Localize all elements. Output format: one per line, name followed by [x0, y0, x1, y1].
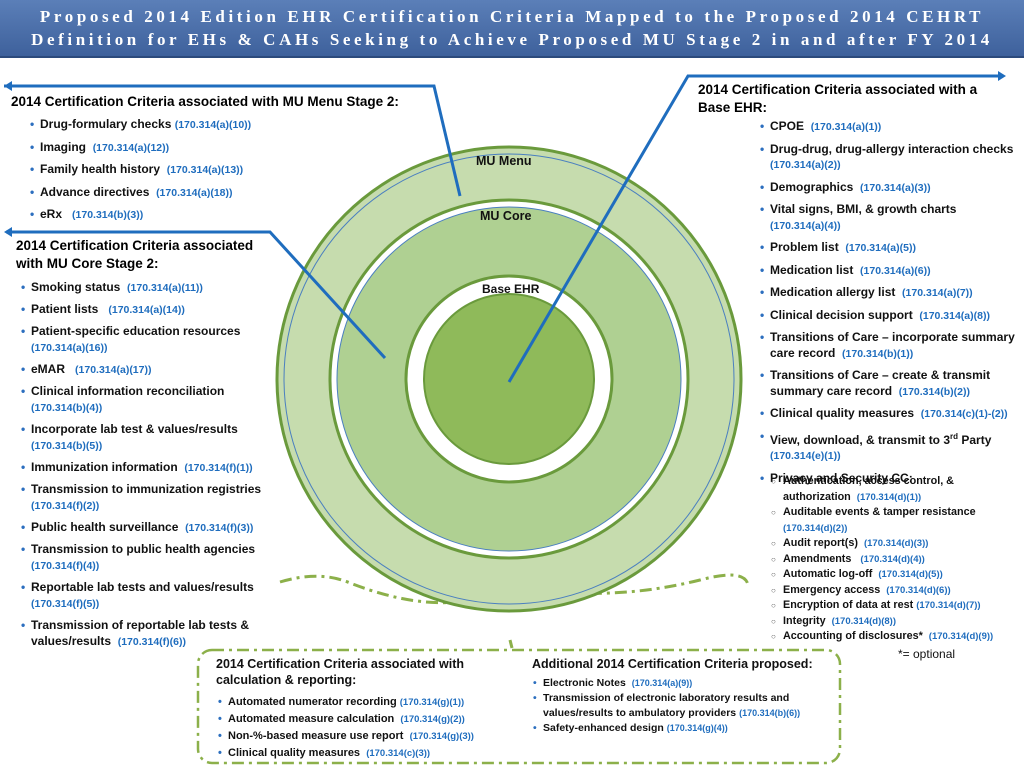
privacy-item: Auditable events & tamper resistance(170…	[771, 505, 993, 536]
mu-menu-item: Imaging (170.314(a)(12))	[30, 137, 251, 160]
privacy-security-list: Authentication, access control, &authori…	[771, 474, 993, 645]
calc-item: Clinical quality measures (170.314(c)(3)…	[218, 745, 474, 762]
mu-core-item: Incorporate lab test & values/results(17…	[21, 421, 261, 454]
base-ehr-item: Medication list (170.314(a)(6))	[760, 263, 1015, 280]
calc-item: Automated numerator recording (170.314(g…	[218, 694, 474, 711]
calc-list: Automated numerator recording (170.314(g…	[218, 694, 474, 762]
privacy-item: Emergency access (170.314(d)(6))	[771, 583, 993, 599]
mu-core-list: Smoking status (170.314(a)(11)) Patient …	[21, 279, 261, 650]
mu-menu-item: eRx (170.314(b)(3))	[30, 204, 251, 227]
privacy-item: Amendments (170.314(d)(4))	[771, 552, 993, 568]
ring-label-base-ehr: Base EHR	[482, 282, 540, 296]
additional-list: Electronic Notes (170.314(a)(9)) Transmi…	[533, 676, 800, 736]
dashed-connector-center	[508, 639, 514, 649]
mu-core-item: Smoking status (170.314(a)(11))	[21, 279, 261, 296]
privacy-item: Accounting of disclosures* (170.314(d)(9…	[771, 629, 993, 645]
title-line-2: Definition for EHs & CAHs Seeking to Ach…	[31, 30, 993, 49]
base-ehr-item: Drug-drug, drug-allergy interaction chec…	[760, 142, 1015, 174]
ring-mu-menu-edge	[283, 153, 735, 605]
mu-core-item: Public health surveillance (170.314(f)(3…	[21, 519, 261, 536]
ring-base-ehr	[423, 293, 595, 465]
mu-core-item: Transmission to immunization registries(…	[21, 481, 261, 514]
calc-item: Non-%-based measure use report (170.314(…	[218, 728, 474, 745]
calc-heading: 2014 Certification Criteria associated w…	[216, 656, 464, 688]
base-ehr-item: Vital signs, BMI, & growth charts(170.31…	[760, 202, 1015, 234]
mu-menu-item: Advance directives (170.314(a)(18))	[30, 182, 251, 205]
mu-core-item: Immunization information (170.314(f)(1))	[21, 459, 261, 476]
base-ehr-item: Transitions of Care – incorporate summar…	[760, 330, 1015, 362]
base-ehr-list: CPOE (170.314(a)(1)) Drug-drug, drug-all…	[760, 119, 1015, 486]
additional-item: Electronic Notes (170.314(a)(9))	[533, 676, 800, 691]
privacy-item: Encryption of data at rest (170.314(d)(7…	[771, 598, 993, 614]
title-line-1: Proposed 2014 Edition EHR Certification …	[39, 7, 985, 26]
base-ehr-item: Demographics (170.314(a)(3))	[760, 180, 1015, 197]
privacy-item: Authentication, access control, &authori…	[771, 474, 993, 505]
connector-mu-core	[6, 230, 387, 360]
base-ehr-item: Transitions of Care – create & transmits…	[760, 368, 1015, 400]
base-ehr-item: Clinical decision support (170.314(a)(8)…	[760, 308, 1015, 325]
mu-core-heading-line-1: 2014 Certification Criteria associated	[16, 238, 254, 253]
dashed-connector-right	[539, 573, 750, 595]
mu-menu-item: Drug-formulary checks (170.314(a)(10))	[30, 114, 251, 137]
additional-item: Safety-enhanced design (170.314(g)(4))	[533, 721, 800, 736]
base-ehr-item: Problem list (170.314(a)(5))	[760, 240, 1015, 257]
base-ehr-item: Clinical quality measures (170.314(c)(1)…	[760, 406, 1015, 423]
base-ehr-item: CPOE (170.314(a)(1))	[760, 119, 1015, 136]
title-banner: Proposed 2014 Edition EHR Certification …	[0, 0, 1024, 58]
mu-core-item: Transmission of reportable lab tests &va…	[21, 617, 261, 650]
privacy-item: Audit report(s) (170.314(d)(3))	[771, 536, 993, 552]
privacy-item: Automatic log-off (170.314(d)(5))	[771, 567, 993, 583]
additional-item: Transmission of electronic laboratory re…	[533, 691, 800, 721]
mu-core-item: Patient lists (170.314(a)(14))	[21, 301, 261, 318]
arrow-tip-mu-core	[4, 227, 12, 237]
ring-label-mu-core: MU Core	[480, 209, 532, 223]
base-ehr-item: View, download, & transmit to 3rd Party(…	[760, 429, 1015, 465]
mu-menu-list: Drug-formulary checks (170.314(a)(10)) I…	[30, 114, 251, 227]
calc-heading-line-2: calculation & reporting:	[216, 673, 357, 687]
mu-core-item: eMAR (170.314(a)(17))	[21, 361, 261, 378]
connector-base-ehr	[507, 74, 1002, 383]
mu-menu-item: Family health history (170.314(a)(13))	[30, 159, 251, 182]
mu-core-item: Patient-specific education resources(170…	[21, 323, 261, 356]
arrow-tip-base-ehr	[998, 71, 1006, 81]
ring-label-mu-menu: MU Menu	[476, 154, 532, 168]
base-ehr-heading-line-2: Base EHR:	[698, 100, 768, 115]
mu-core-item: Clinical information reconciliation(170.…	[21, 383, 261, 416]
mu-core-heading-line-2: with MU Core Stage 2:	[16, 256, 159, 271]
arrow-tip-mu-menu	[4, 81, 12, 91]
calc-item: Automated measure calculation (170.314(g…	[218, 711, 474, 728]
dashed-connector-left	[279, 574, 471, 605]
connector-mu-menu	[4, 84, 462, 197]
mu-menu-heading: 2014 Certification Criteria associated w…	[11, 94, 399, 109]
calc-box-border	[196, 648, 842, 765]
privacy-item: Integrity (170.314(d)(8))	[771, 614, 993, 630]
base-ehr-item: Medication allergy list (170.314(a)(7))	[760, 285, 1015, 302]
optional-note: *= optional	[898, 647, 956, 661]
calc-heading-line-1: 2014 Certification Criteria associated w…	[216, 657, 465, 671]
mu-core-item: Transmission to public health agencies(1…	[21, 541, 261, 574]
additional-heading: Additional 2014 Certification Criteria p…	[532, 657, 813, 671]
base-ehr-heading-line-1: 2014 Certification Criteria associated w…	[698, 82, 978, 97]
mu-core-item: Reportable lab tests and values/results(…	[21, 579, 261, 612]
